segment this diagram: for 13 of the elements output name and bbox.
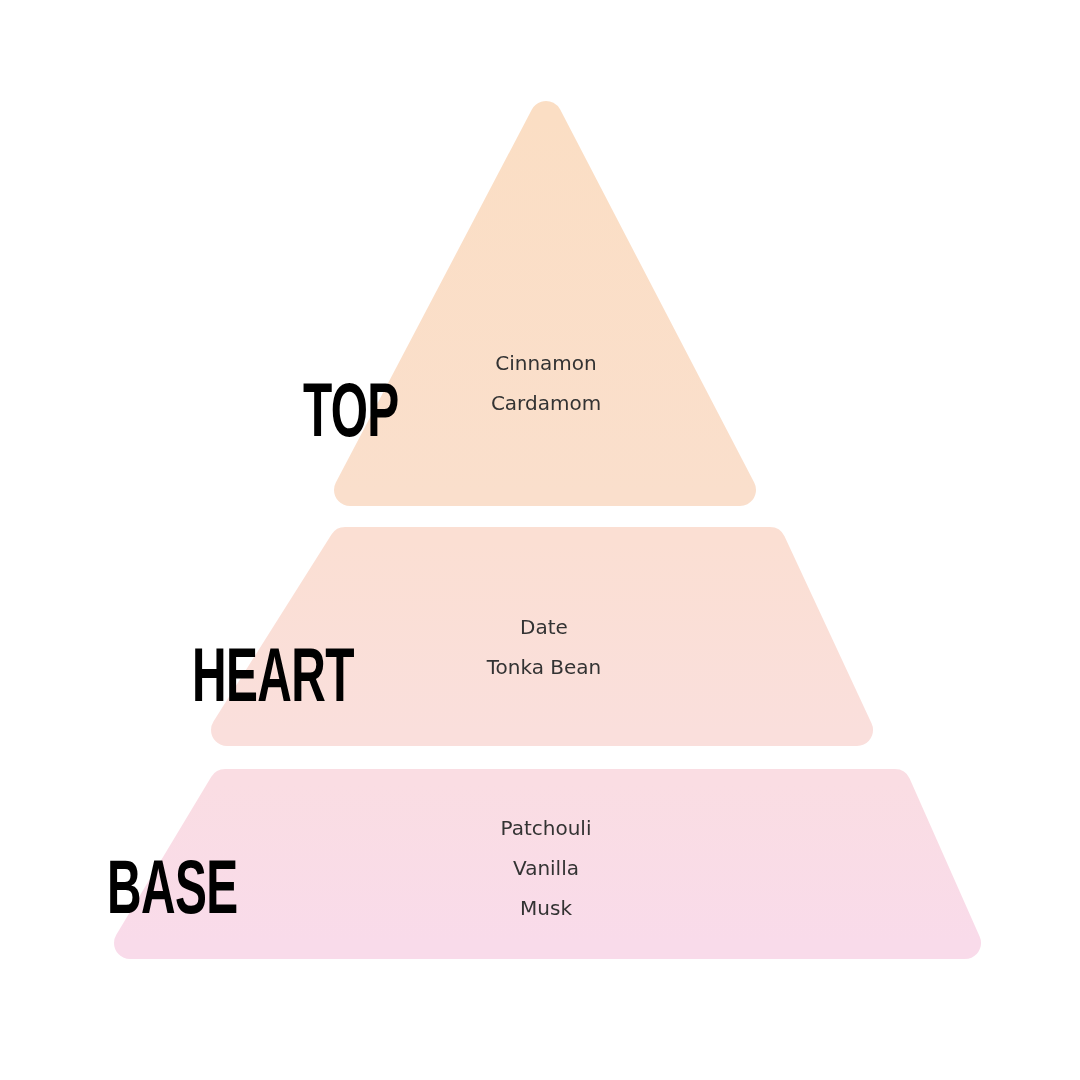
pyramid-tier [303,101,756,506]
note-name: Vanilla [513,856,579,880]
tier-heading: TOP [303,372,399,448]
note-name: Date [520,615,568,639]
note-name: Cardamom [490,391,602,415]
pyramid-tier [192,527,873,746]
note-name: Musk [520,896,572,920]
pyramid-tier [107,769,981,959]
tier-heading: HEART [192,637,354,713]
note-name: Tonka Bean [486,655,602,679]
note-name: Patchouli [500,816,592,840]
note-name: Cinnamon [495,351,597,375]
tier-heading: BASE [107,849,238,925]
